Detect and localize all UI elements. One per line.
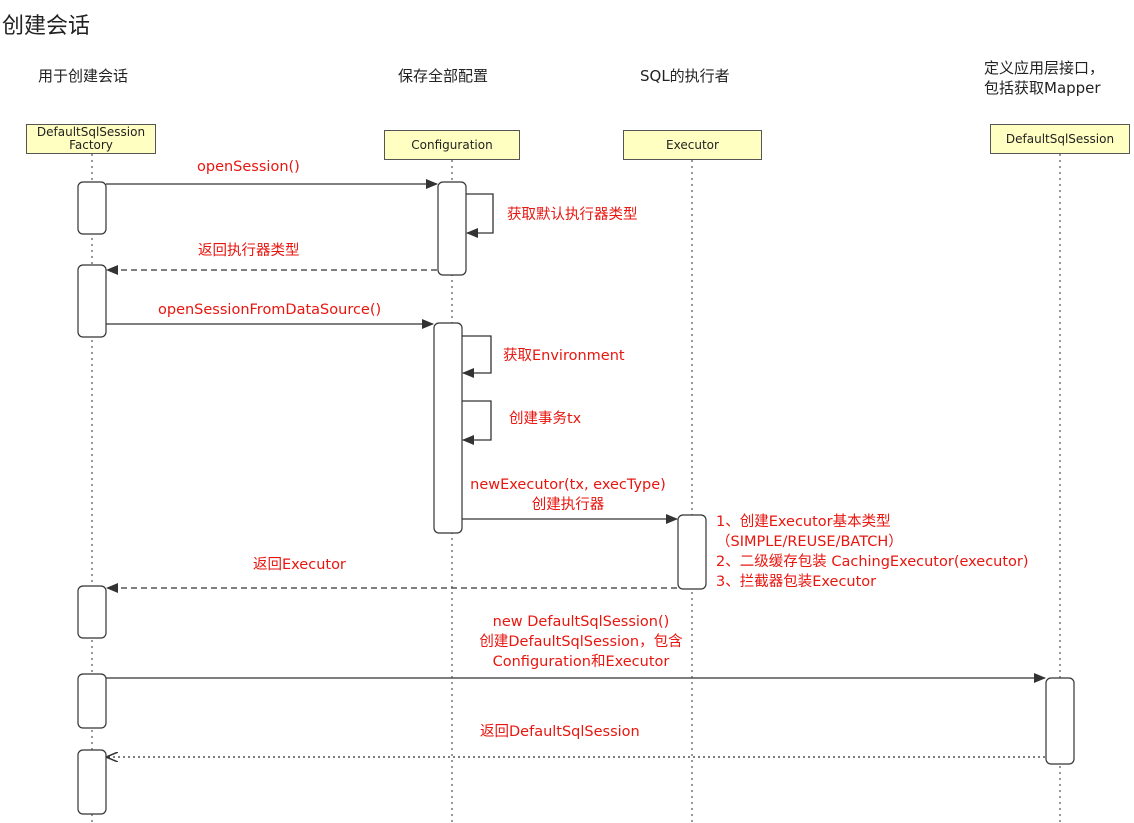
activation-factory-4 <box>77 673 107 729</box>
executor-note-line2: （SIMPLE/REUSE/BATCH） <box>716 534 903 550</box>
arrow-self-get-executor-type <box>466 193 494 238</box>
activation-factory-3 <box>77 585 107 639</box>
executor-note-line4: 3、拦截器包装Executor <box>716 574 877 590</box>
label-return-session: 返回DefaultSqlSession <box>480 724 640 740</box>
configuration-description: 保存全部配置 <box>398 67 489 85</box>
participant-configuration: Configuration <box>384 130 520 160</box>
executor-note-line3: 2、二级缓存包装 CachingExecutor(executor) <box>716 554 1029 570</box>
label-new-session-line2: 创建DefaultSqlSession，包含 <box>479 634 683 650</box>
activation-configuration-1 <box>437 181 467 276</box>
participant-session: DefaultSqlSession <box>990 124 1130 154</box>
label-open-session: openSession() <box>197 159 300 175</box>
label-new-executor-line2: 创建执行器 <box>531 497 605 513</box>
diagram-title: 创建会话 <box>2 14 91 39</box>
session-description-line2: 包括获取Mapper <box>984 79 1101 97</box>
factory-description: 用于创建会话 <box>38 67 129 85</box>
executor-description: SQL的执行者 <box>640 67 730 85</box>
label-new-executor: newExecutor(tx, execType) 创建执行器 <box>462 475 674 515</box>
label-create-tx: 创建事务tx <box>509 411 582 427</box>
executor-creation-note: 1、创建Executor基本类型 （SIMPLE/REUSE/BATCH） 2、… <box>716 512 1029 592</box>
label-return-executor-type: 返回执行器类型 <box>198 243 300 259</box>
session-description-line1: 定义应用层接口， <box>984 59 1105 77</box>
activation-configuration-2 <box>433 322 463 534</box>
participant-factory-name-line2: Factory <box>69 138 113 152</box>
participant-factory: DefaultSqlSession Factory <box>26 124 156 154</box>
label-get-environment: 获取Environment <box>503 348 625 364</box>
activation-session <box>1045 677 1075 765</box>
label-get-default-executor-type: 获取默认执行器类型 <box>507 207 638 223</box>
arrow-self-create-tx <box>462 400 492 445</box>
label-new-session-line1: new DefaultSqlSession() <box>492 614 670 630</box>
arrow-self-get-environment <box>462 335 492 378</box>
participant-executor: Executor <box>623 130 762 160</box>
label-open-session-from-datasource: openSessionFromDataSource() <box>158 302 382 318</box>
label-new-session-line3: Configuration和Executor <box>492 654 670 670</box>
executor-note-line1: 1、创建Executor基本类型 <box>716 514 891 530</box>
participant-factory-name-line1: DefaultSqlSession <box>36 125 146 139</box>
session-description: 定义应用层接口， 包括获取Mapper <box>984 58 1104 98</box>
label-new-session: new DefaultSqlSession() 创建DefaultSqlSess… <box>456 612 706 672</box>
label-new-executor-line1: newExecutor(tx, execType) <box>470 477 666 493</box>
activation-factory-5 <box>77 749 107 815</box>
label-return-executor: 返回Executor <box>253 557 346 573</box>
activation-factory-1 <box>77 181 107 235</box>
activation-executor <box>677 514 707 590</box>
activation-factory-2 <box>77 264 107 338</box>
